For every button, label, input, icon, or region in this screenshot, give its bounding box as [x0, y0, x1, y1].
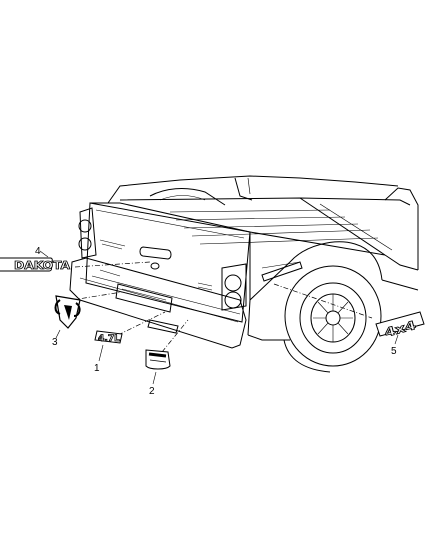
engine-badge-text: 4.7L [98, 334, 120, 344]
callout-leaders [39, 250, 399, 385]
truck-body [90, 175, 419, 341]
tailgate [85, 202, 251, 323]
tail-lamp-left [78, 207, 97, 259]
nameplate-text: DAKOTA [14, 259, 71, 272]
rear-wheel [283, 265, 382, 373]
leader-lines [71, 261, 373, 353]
callout-4: 4 [35, 246, 41, 257]
engine-badge: 4.7L [94, 330, 123, 344]
callout-2: 2 [149, 386, 155, 397]
rear-bumper [69, 257, 247, 349]
handle-bezel [145, 349, 171, 370]
callout-3: 3 [52, 337, 58, 348]
dakota-nameplate: DAKOTA [0, 257, 71, 272]
4x4-badge: 4x4 [375, 311, 425, 340]
callout-5: 5 [391, 346, 397, 357]
tail-lamp-right [221, 263, 247, 311]
ram-head-emblem [54, 295, 81, 329]
callouts: 4 3 1 2 5 [35, 246, 397, 397]
callout-1: 1 [94, 363, 100, 374]
